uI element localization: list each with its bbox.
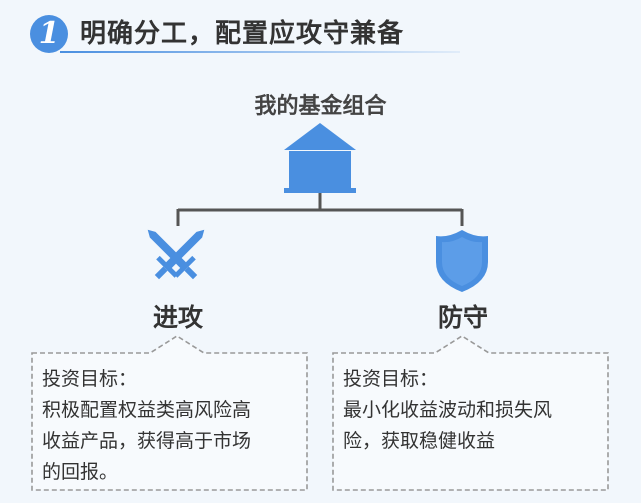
header: 1 明确分工，配置应攻守兼备 xyxy=(0,0,641,62)
attack-callout-line: 积极配置权益类高风险高 xyxy=(42,399,252,421)
portfolio-label: 我的基金组合 xyxy=(254,94,387,119)
house-icon xyxy=(284,123,356,193)
tree-connectors xyxy=(176,193,464,226)
defense-label: 防守 xyxy=(437,303,488,332)
shield-icon xyxy=(436,230,488,292)
section-number-badge: 1 xyxy=(30,15,68,53)
defense-callout-text: 投资目标： 最小化收益波动和损失风 险，获取稳健收益 xyxy=(343,364,552,457)
attack-callout-line: 收益产品，获得高于市场 xyxy=(42,430,252,452)
defense-callout-line: 最小化收益波动和损失风 xyxy=(343,399,553,421)
attack-label: 进攻 xyxy=(152,303,203,332)
page-title: 明确分工，配置应攻守兼备 xyxy=(80,19,405,49)
attack-callout-text: 投资目标： 积极配置权益类高风险高 收益产品，获得高于市场 的回报。 xyxy=(42,364,251,488)
defense-callout-line: 险，获取稳健收益 xyxy=(343,430,496,452)
attack-callout-line: 的回报。 xyxy=(42,461,119,483)
defense-callout-title: 投资目标： xyxy=(343,368,439,390)
title-underline xyxy=(60,51,460,53)
attack-callout-title: 投资目标： xyxy=(42,368,138,390)
crossed-swords-icon xyxy=(147,229,205,280)
